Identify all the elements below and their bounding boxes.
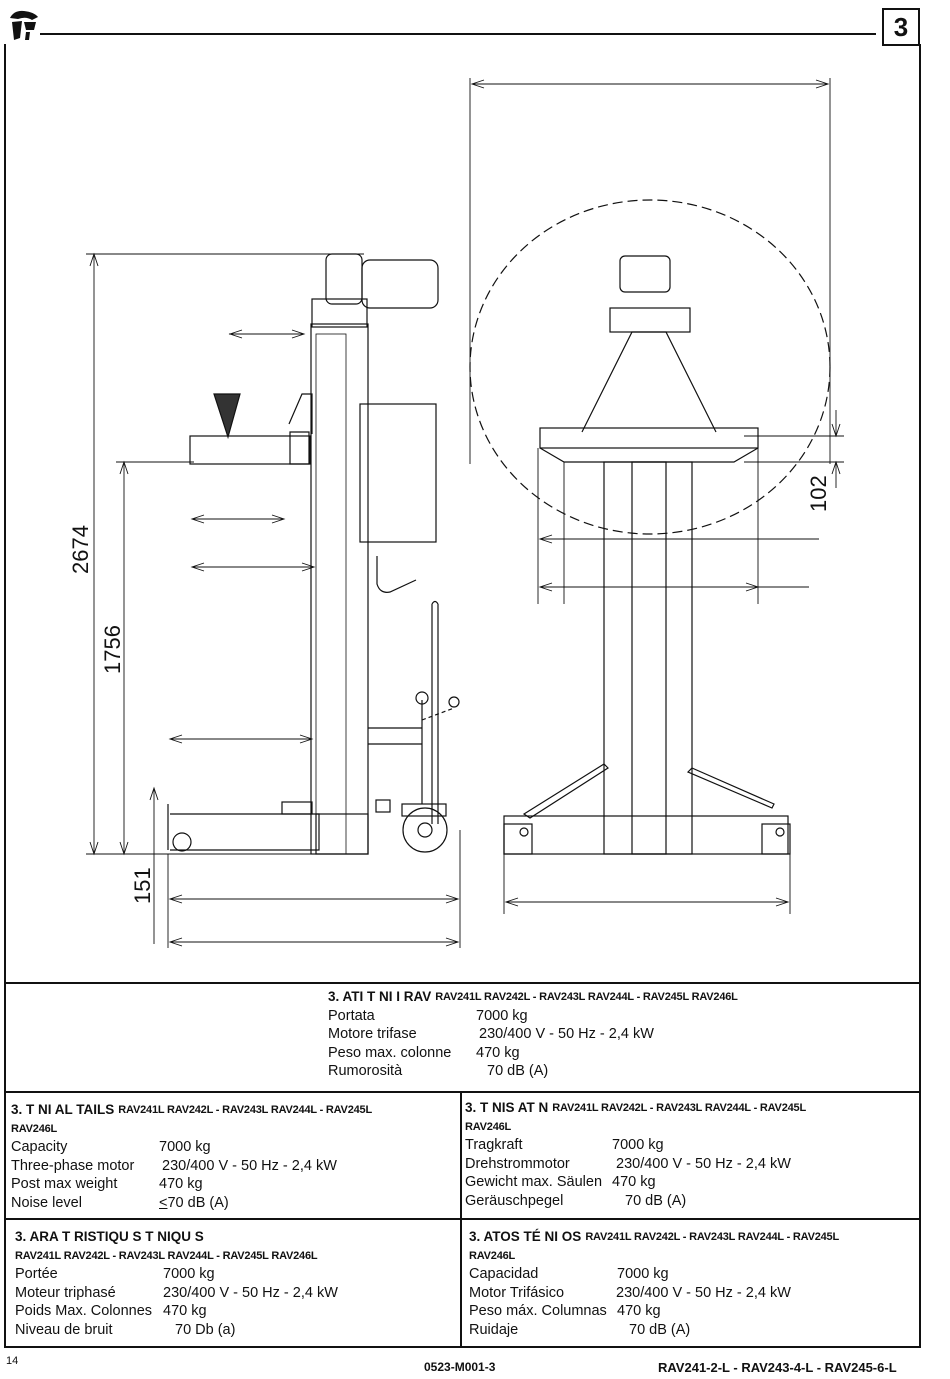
spec-es-models: RAV241L RAV242L - RAV243L RAV244L - RAV2… [585, 1231, 839, 1243]
document-code: 0523-M001-3 [424, 1360, 496, 1374]
front-platform [539, 427, 759, 449]
dim-lift-height: 1756 [100, 625, 125, 674]
spec-fr-label: Moteur triphasé [15, 1284, 116, 1301]
header-rule [40, 33, 876, 35]
spec-it-models: RAV241L RAV242L - RAV243L RAV244L - RAV2… [435, 991, 738, 1003]
spec-de-label: Tragkraft [465, 1137, 523, 1154]
dim-overall-height: 2674 [68, 525, 93, 574]
spec-en-label: Noise level [11, 1194, 82, 1211]
footer-models: RAV241-2-L - RAV243-4-L - RAV245-6-L [658, 1360, 897, 1375]
frame-left [4, 44, 6, 1346]
side-carrier-arm [189, 435, 311, 465]
page-number: 14 [6, 1355, 19, 1367]
spec-de-value: 470 kg [612, 1174, 656, 1191]
spec-en-label: Capacity [11, 1139, 68, 1156]
technical-drawing: 2674 1756 151 102 [68, 78, 844, 948]
chapter-number-box: 3 [882, 8, 920, 46]
spec-fr-label: Portée [15, 1266, 58, 1283]
frame-right [919, 44, 921, 1346]
spec-en-heading: 3. T NI AL TAILS [11, 1102, 115, 1117]
side-wheel [402, 807, 448, 853]
spec-fr-label: Poids Max. Colonnes [15, 1303, 153, 1320]
rule-mid-specs [4, 1091, 920, 1093]
spec-de-heading: 3. T NIS AT N [465, 1100, 549, 1115]
spec-en-models-2: RAV246L [11, 1122, 58, 1135]
front-base [503, 815, 789, 855]
spec-es-value: 70 dB (A) [629, 1321, 691, 1338]
spec-es-value: 7000 kg [617, 1266, 669, 1283]
spec-it-value: 470 kg [476, 1044, 520, 1061]
spec-en-value: 70 dB (A) [167, 1194, 229, 1211]
spec-en-value: 230/400 V - 50 Hz - 2,4 kW [162, 1157, 337, 1174]
spec-it-label: Motore trifase [328, 1026, 417, 1043]
spec-en-value: 470 kg [159, 1176, 203, 1193]
spec-fr-value: 7000 kg [163, 1266, 215, 1283]
side-motor [361, 259, 439, 309]
spec-de-label: Geräuschpegel [465, 1192, 564, 1209]
spec-fr-value: 70 Db (a) [175, 1321, 236, 1338]
spec-es-models-2: RAV246L [469, 1249, 516, 1262]
dim-min-height: 151 [130, 867, 155, 904]
spec-fr-models: RAV241L RAV242L - RAV243L RAV244L - RAV2… [15, 1249, 318, 1262]
spec-fr-value: 230/400 V - 50 Hz - 2,4 kW [163, 1284, 338, 1301]
spec-fr-value: 470 kg [163, 1303, 207, 1320]
rule-above-specs [4, 982, 920, 984]
spec-it-value: 7000 kg [476, 1007, 528, 1024]
spec-it-label: Portata [328, 1007, 375, 1024]
spec-en-value: 7000 kg [159, 1139, 211, 1156]
spec-de-value: 230/400 V - 50 Hz - 2,4 kW [616, 1155, 791, 1172]
spec-block-de: 3. T NIS AT N RAV241L RAV242L - RAV243L … [465, 1099, 806, 1211]
spec-block-fr: 3. ARA T RISTIQU S T NIQU S RAV241L RAV2… [15, 1228, 338, 1340]
spec-es-label: Peso máx. Columnas [469, 1303, 607, 1320]
spec-it-label: Peso max. colonne [328, 1044, 452, 1061]
spec-es-label: Capacidad [469, 1266, 539, 1283]
spec-es-value: 230/400 V - 50 Hz - 2,4 kW [616, 1284, 791, 1301]
spec-it-value: 70 dB (A) [487, 1063, 549, 1080]
spec-it-value: 230/400 V - 50 Hz - 2,4 kW [479, 1026, 654, 1043]
spec-de-label: Drehstrommotor [465, 1155, 570, 1172]
spec-en-label: Three-phase motor [11, 1157, 135, 1174]
spec-de-value: 7000 kg [612, 1137, 664, 1154]
spec-fr-label: Niveau de bruit [15, 1321, 113, 1338]
spec-block-es: 3. ATOS TÉ NI OS RAV241L RAV242L - RAV24… [469, 1228, 839, 1340]
spec-de-value: 70 dB (A) [625, 1192, 687, 1209]
spec-it-heading: 3. ATI T NI I RAV [328, 989, 432, 1004]
spec-de-models-2: RAV246L [465, 1120, 512, 1133]
spec-en-label: Post max weight [11, 1176, 118, 1193]
front-wheel-circle [469, 199, 831, 535]
spec-en-value-prefix: < [159, 1194, 168, 1211]
rule-low-specs [4, 1218, 920, 1220]
spec-es-label: Motor Trifásico [469, 1284, 565, 1301]
front-column [603, 461, 693, 855]
side-handle [431, 600, 439, 824]
spec-it-label: Rumorosità [328, 1063, 403, 1080]
spec-es-label: Ruidaje [469, 1321, 519, 1338]
company-logo-icon [8, 8, 40, 42]
frame-bottom [4, 1346, 921, 1348]
spec-block-it: 3. ATI T NI I RAV RAV241L RAV242L - RAV2… [328, 988, 738, 1081]
dim-platform: 102 [806, 475, 831, 512]
chapter-number: 3 [893, 11, 909, 42]
spec-fr-heading: 3. ARA T RISTIQU S T NIQU S [15, 1229, 204, 1244]
spec-block-en: 3. T NI AL TAILS RAV241L RAV242L - RAV24… [11, 1101, 372, 1213]
rule-vertical-divider [460, 1091, 462, 1346]
spec-es-heading: 3. ATOS TÉ NI OS [469, 1229, 582, 1244]
spec-de-models: RAV241L RAV242L - RAV243L RAV244L - RAV2… [552, 1102, 806, 1114]
spec-en-models: RAV241L RAV242L - RAV243L RAV244L - RAV2… [118, 1104, 372, 1116]
side-control-box [359, 403, 437, 543]
spec-de-label: Gewicht max. Säulen [465, 1174, 603, 1191]
spec-es-value: 470 kg [617, 1303, 661, 1320]
